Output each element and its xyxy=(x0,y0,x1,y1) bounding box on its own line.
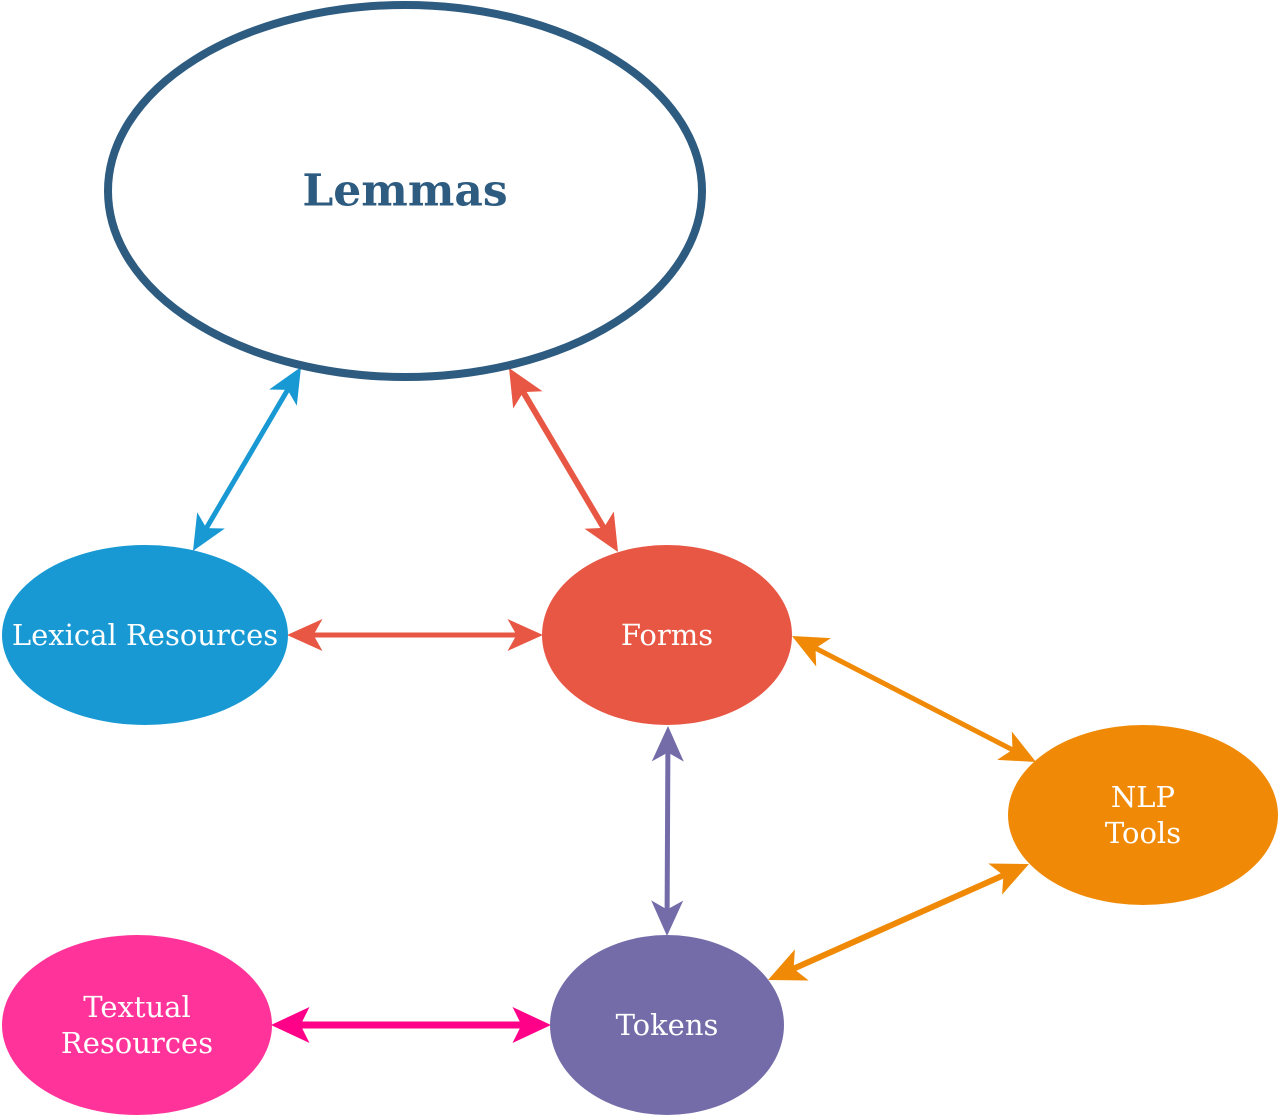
arrowhead xyxy=(768,949,809,981)
forms-node: Forms xyxy=(542,545,792,725)
edge-line xyxy=(664,747,671,915)
arrowhead xyxy=(651,726,684,762)
edge-line xyxy=(201,384,293,534)
lemmas-label: Lemmas xyxy=(302,166,507,217)
lexical-resources-label: Lexical Resources xyxy=(12,618,278,652)
edge-line xyxy=(517,385,610,535)
arrowhead xyxy=(193,512,225,551)
edge-textual-tokens xyxy=(271,1007,551,1043)
nlp-tools-label: Tools xyxy=(1105,816,1181,850)
arrowhead xyxy=(507,619,543,651)
textual-resources-shape xyxy=(2,935,272,1115)
arrowhead xyxy=(269,367,301,406)
arrowhead xyxy=(271,1007,310,1043)
lexical-resources-node: Lexical Resources xyxy=(2,545,288,725)
edge-lemmas-forms xyxy=(509,368,618,552)
arrowhead xyxy=(997,731,1036,762)
arrowhead xyxy=(988,863,1029,895)
lemmas-node: Lemmas xyxy=(104,1,706,381)
tokens-node: Tokens xyxy=(550,935,784,1115)
tokens-shape xyxy=(550,935,784,1115)
textual-resources-label: Resources xyxy=(61,1026,213,1060)
arrowhead xyxy=(584,511,618,552)
lexical-resources-shape xyxy=(2,545,288,725)
arrowhead xyxy=(512,1007,551,1043)
edges-layer xyxy=(193,367,1036,1043)
edge-line xyxy=(810,643,1018,755)
textual-resources-label: Textual xyxy=(83,990,191,1024)
arrowhead xyxy=(287,619,323,651)
arrowhead xyxy=(792,636,831,667)
lemmas-shape xyxy=(104,1,706,381)
forms-shape xyxy=(542,545,792,725)
edge-line xyxy=(786,870,1011,974)
arrowhead xyxy=(509,368,543,409)
nlp-tools-shape xyxy=(1008,725,1278,905)
edge-forms-tokens xyxy=(651,726,684,936)
edge-forms-nlp xyxy=(792,636,1036,762)
nlp-tools-label: NLP xyxy=(1111,780,1175,814)
arrowhead xyxy=(651,900,684,936)
edge-tokens-nlp xyxy=(768,863,1029,981)
edge-lexical-forms xyxy=(287,619,543,651)
edge-lemmas-lexical xyxy=(193,367,301,551)
forms-label: Forms xyxy=(621,618,713,652)
tokens-label: Tokens xyxy=(616,1008,719,1042)
